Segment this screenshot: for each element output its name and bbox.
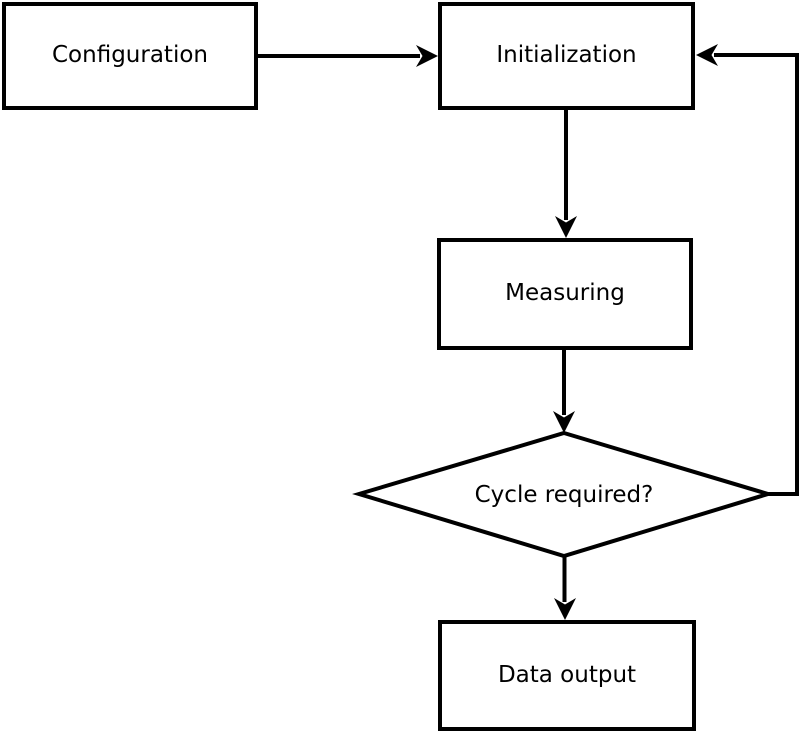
node-cycle-required-label: Cycle required? bbox=[474, 482, 654, 508]
arrowhead-down-icon bbox=[553, 411, 575, 433]
node-configuration-label: Configuration bbox=[52, 42, 208, 69]
node-measuring-label: Measuring bbox=[505, 280, 625, 307]
node-initialization: Initialization bbox=[438, 2, 695, 110]
node-configuration: Configuration bbox=[2, 2, 258, 110]
arrowhead-right-icon bbox=[416, 45, 438, 67]
node-data-output-label: Data output bbox=[497, 661, 637, 688]
arrowhead-down-icon bbox=[554, 598, 576, 620]
node-measuring: Measuring bbox=[437, 238, 693, 350]
node-data-output: Data output bbox=[438, 620, 696, 731]
arrowhead-left-icon bbox=[696, 44, 718, 66]
node-cycle-required: Cycle required? bbox=[414, 478, 714, 512]
edge-cycle-required-to-initialization-loop bbox=[714, 53, 799, 496]
node-initialization-label: Initialization bbox=[496, 42, 637, 69]
arrowhead-down-icon bbox=[555, 216, 577, 238]
decision-diamond-shape bbox=[352, 430, 775, 559]
